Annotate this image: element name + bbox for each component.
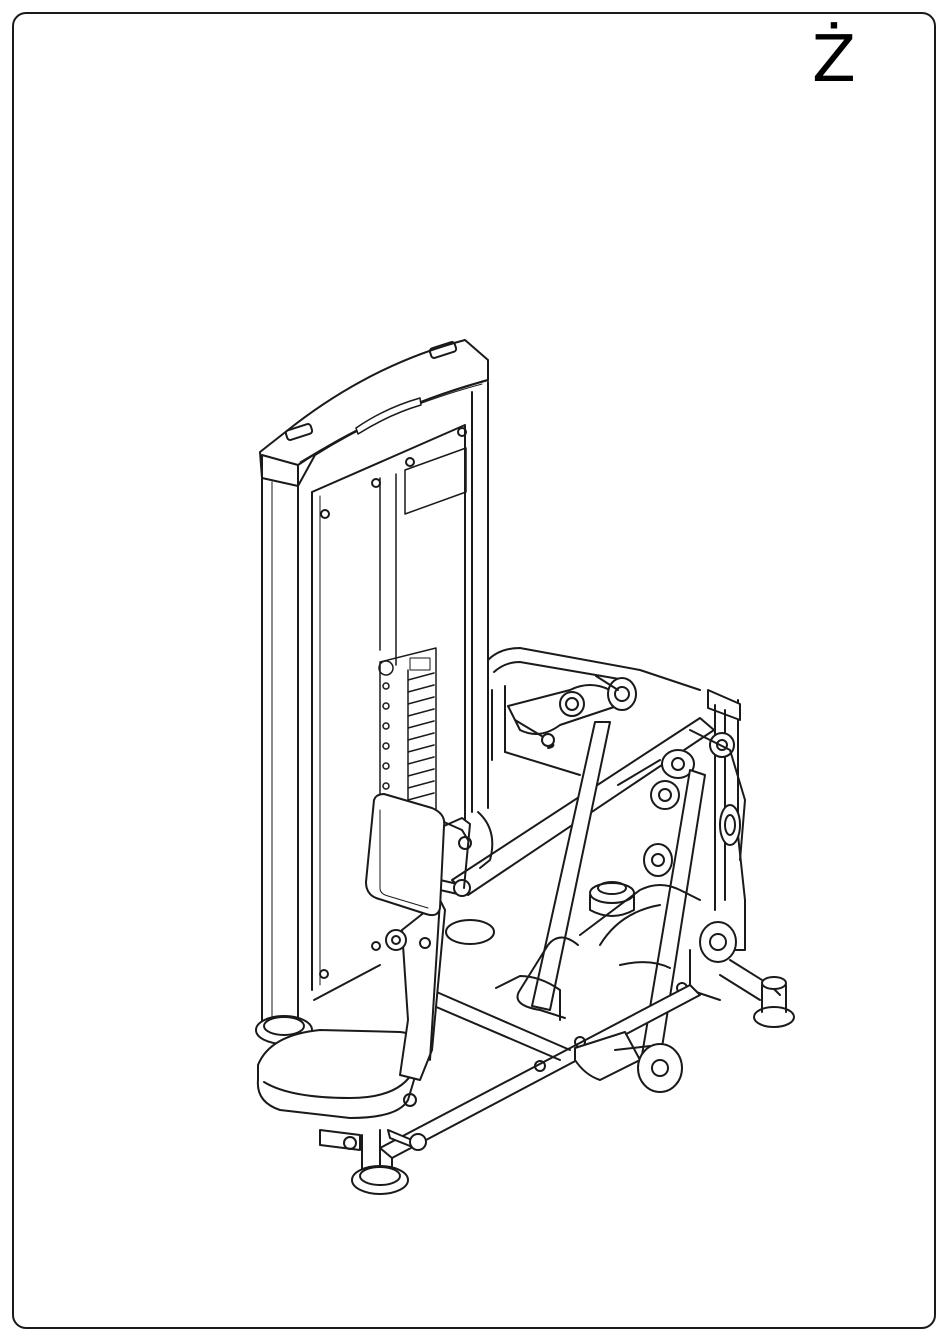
rear-foot-right bbox=[754, 1007, 794, 1027]
upper-panel bbox=[405, 448, 466, 514]
chest-pad bbox=[366, 794, 444, 915]
lower-rear-frame bbox=[580, 885, 794, 1027]
pulley-middle bbox=[644, 844, 672, 876]
weight-stack-tower bbox=[256, 340, 494, 1044]
front-foot bbox=[352, 1166, 408, 1194]
tower-foot-right bbox=[446, 920, 494, 944]
upper-handles bbox=[508, 676, 636, 748]
pulley-lower bbox=[700, 922, 736, 962]
seat-assembly bbox=[258, 794, 492, 1194]
seat-cushion bbox=[258, 1030, 421, 1118]
